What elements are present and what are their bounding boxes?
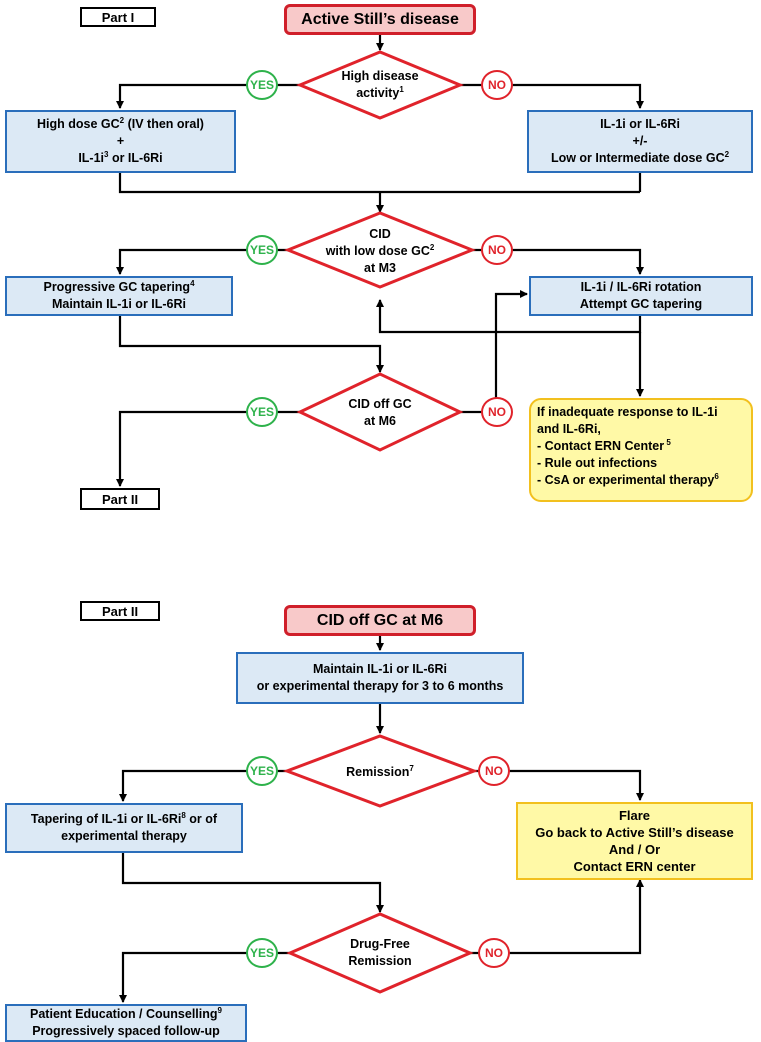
connector-p2-d1-no <box>474 769 644 801</box>
box-il1i-or-il6ri: IL-1i or IL-6Ri +/- Low or Intermediate … <box>527 110 753 173</box>
box-high-dose-gc: High dose GC2 (IV then oral) + IL-1i3 or… <box>5 110 236 173</box>
yes-badge-p2-2: YES <box>246 938 278 968</box>
yes-badge-2: YES <box>246 235 278 265</box>
start-active-stills-disease: Active Still’s disease <box>284 4 476 35</box>
connector-p2-d1-yes <box>119 769 287 802</box>
decision-drug-free-remission <box>286 912 474 994</box>
box-patient-education: Patient Education / Counselling9 Progres… <box>5 1004 247 1042</box>
decision-remission <box>282 734 479 808</box>
part-one-label: Part I <box>80 7 156 27</box>
yes-badge-p2-1: YES <box>246 756 278 786</box>
yes-badge-3: YES <box>246 397 278 427</box>
decision-drug-free-remission-text: Drug-Free Remission <box>348 937 412 968</box>
no-badge-1: NO <box>481 70 513 100</box>
box-maintain-therapy: Maintain IL-1i or IL-6Ri or experimental… <box>236 652 524 704</box>
part-two-link-label: Part II <box>80 488 160 510</box>
box-progressive-gc-tapering: Progressive GC tapering4 Maintain IL-1i … <box>5 276 233 316</box>
no-badge-p2-2: NO <box>478 938 510 968</box>
connector-d3-no <box>460 290 528 414</box>
connector-d1-yes <box>116 83 300 109</box>
connector-d1-no <box>460 83 644 109</box>
connector-d3-yes <box>116 410 300 487</box>
note-flare: Flare Go back to Active Still’s disease … <box>516 802 753 880</box>
connector-right2-loop <box>376 299 642 334</box>
decision-high-disease-activity-text: High disease activity1 <box>341 69 419 100</box>
note-inadequate-response: If inadequate response to IL-1i and IL-6… <box>529 398 753 502</box>
decision-remission-text: Remission7 <box>346 763 414 779</box>
connector-p2-d2-no <box>470 879 644 955</box>
connector-p2-d2-yes <box>119 951 290 1003</box>
no-badge-p2-1: NO <box>478 756 510 786</box>
connector-d2-yes <box>116 248 288 275</box>
start-cid-off-gc-m6: CID off GC at M6 <box>284 605 476 636</box>
decision-cid-low-dose-m3 <box>283 211 477 289</box>
no-badge-2: NO <box>481 235 513 265</box>
decision-cid-off-gc-m6-text: CID off GC at M6 <box>348 397 412 428</box>
connector-taper-down <box>121 853 384 913</box>
yes-badge-1: YES <box>246 70 278 100</box>
connector-left2-down <box>118 316 384 373</box>
box-rotation-attempt-tapering: IL-1i / IL-6Ri rotation Attempt GC taper… <box>529 276 753 316</box>
part-two-label: Part II <box>80 601 160 621</box>
decision-cid-low-dose-m3-text: CID with low dose GC2 at M3 <box>325 226 435 275</box>
connector-d2-no <box>472 248 644 275</box>
no-badge-3: NO <box>481 397 513 427</box>
decision-high-disease-activity <box>296 50 464 120</box>
box-tapering-experimental: Tapering of IL-1i or IL-6Ri8 or of exper… <box>5 803 243 853</box>
connector-left1-down <box>118 172 640 194</box>
decision-cid-off-gc-m6 <box>296 372 464 452</box>
